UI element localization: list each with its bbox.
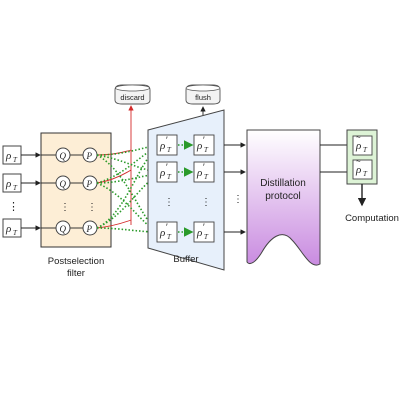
svg-text:P: P <box>86 179 93 189</box>
svg-text:discard: discard <box>120 93 144 102</box>
filter-caption-line2: filter <box>67 268 85 279</box>
svg-text:T: T <box>13 184 18 192</box>
p-gate-1: P <box>82 147 98 163</box>
input-state-3: ρ T <box>2 218 22 238</box>
svg-text:Q: Q <box>60 151 67 161</box>
p-gate-2: P <box>82 175 98 191</box>
input-state-2: ρ T <box>2 173 22 193</box>
svg-text:ρ: ρ <box>355 140 361 152</box>
buffer-box <box>147 109 225 271</box>
distillation-label-line1: Distillation <box>260 178 306 189</box>
svg-text:T: T <box>363 146 368 154</box>
flush-bin: flush <box>185 84 221 105</box>
buffer-state-1b: ρ ′ T <box>193 134 215 156</box>
buffer-state-2a: ρ ′ T <box>156 161 178 183</box>
svg-text:T: T <box>167 173 172 181</box>
input-dots: ⋮ <box>8 201 19 213</box>
svg-text:Q: Q <box>60 179 67 189</box>
svg-text:P: P <box>86 224 93 234</box>
buffer-dots-a: ⋮ <box>164 197 174 208</box>
input-arrows <box>21 152 41 231</box>
svg-text:flush: flush <box>195 93 211 102</box>
svg-text:ρ: ρ <box>159 227 165 239</box>
svg-text:′: ′ <box>203 135 205 145</box>
svg-text:ρ: ρ <box>5 178 11 190</box>
svg-text:T: T <box>13 229 18 237</box>
q-gate-3: Q <box>55 220 71 236</box>
output-state-2: ρ ~ T <box>352 157 373 180</box>
svg-text:T: T <box>167 146 172 154</box>
svg-text:ρ: ρ <box>159 167 165 179</box>
output-state-1: ρ ~ T <box>352 133 373 156</box>
discard-red-lines <box>96 105 134 229</box>
buffer-state-2b: ρ ′ T <box>193 161 215 183</box>
svg-text:T: T <box>204 233 209 241</box>
filter-dots-2: ⋮ <box>87 202 97 213</box>
buffer-state-3b: ρ ′ T <box>193 221 215 243</box>
svg-text:ρ: ρ <box>5 223 11 235</box>
svg-text:T: T <box>204 173 209 181</box>
buffer-caption: Buffer <box>173 254 198 265</box>
svg-text:′: ′ <box>203 222 205 232</box>
svg-text:T: T <box>363 170 368 178</box>
svg-text:T: T <box>204 146 209 154</box>
svg-text:ρ: ρ <box>196 227 202 239</box>
buffer-state-1a: ρ ′ T <box>156 134 178 156</box>
computation-caption: Computation <box>345 213 399 224</box>
input-state-1: ρ T <box>2 145 22 165</box>
svg-text:T: T <box>13 156 18 164</box>
svg-text:ρ: ρ <box>159 140 165 152</box>
buffer-state-3a: ρ ′ T <box>156 221 178 243</box>
svg-text:′: ′ <box>203 162 205 172</box>
filter-dots: ⋮ <box>60 202 70 213</box>
filter-caption-line1: Postselection <box>48 256 105 267</box>
svg-text:ρ: ρ <box>5 150 11 162</box>
svg-text:ρ: ρ <box>355 164 361 176</box>
svg-text:Q: Q <box>60 224 67 234</box>
p-gate-3: P <box>82 220 98 236</box>
q-gate-1: Q <box>55 147 71 163</box>
buffer-shift-arrows <box>178 140 194 237</box>
svg-text:′: ′ <box>166 135 168 145</box>
svg-text:ρ: ρ <box>196 140 202 152</box>
q-gate-2: Q <box>55 175 71 191</box>
svg-text:T: T <box>167 233 172 241</box>
buffer-dots-b: ⋮ <box>201 197 211 208</box>
buffer-output-arrows <box>224 142 246 235</box>
distillation-protocol-box <box>246 129 321 266</box>
svg-text:ρ: ρ <box>196 167 202 179</box>
svg-text:~: ~ <box>356 157 361 166</box>
svg-text:~: ~ <box>356 133 361 142</box>
discard-bin: discard <box>114 84 151 105</box>
postselection-filter-box <box>40 132 112 248</box>
svg-text:′: ′ <box>166 162 168 172</box>
svg-text:′: ′ <box>166 222 168 232</box>
mid-dots: ⋮ <box>233 194 243 205</box>
distillation-label-line2: protocol <box>265 191 301 202</box>
svg-text:P: P <box>86 151 93 161</box>
filter-lines <box>41 154 84 229</box>
